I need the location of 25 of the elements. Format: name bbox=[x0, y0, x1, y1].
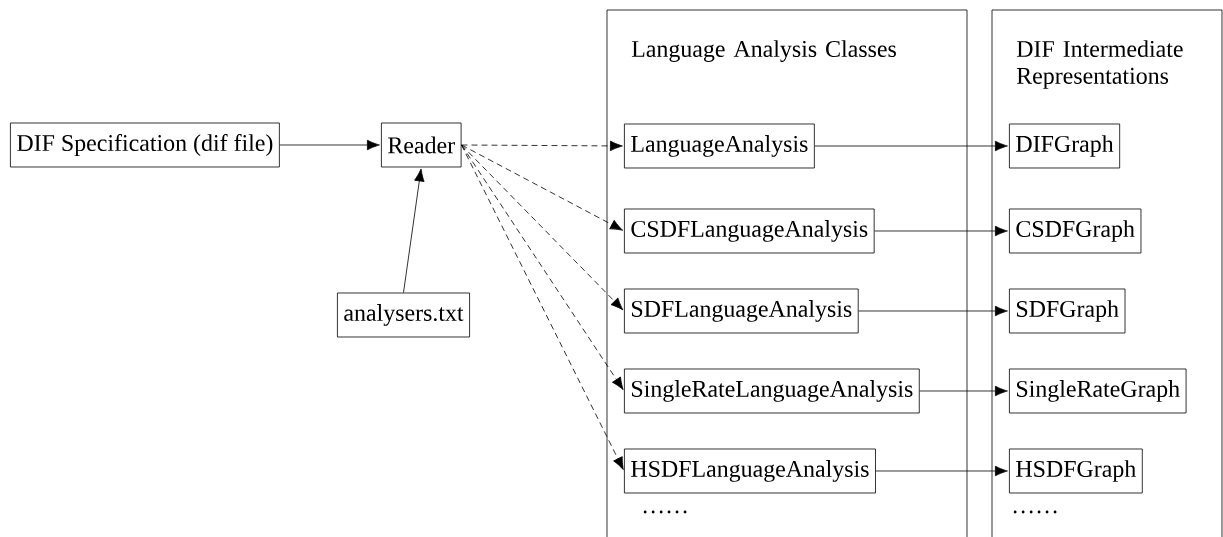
arrow bbox=[403, 168, 425, 293]
arrow bbox=[919, 385, 1008, 397]
arrow bbox=[814, 140, 1008, 152]
class-box: SDFGraph bbox=[1009, 288, 1126, 334]
arrow bbox=[461, 144, 624, 311]
arrow bbox=[461, 144, 624, 391]
arrow bbox=[858, 305, 1008, 317]
class-box: LanguageAnalysis bbox=[624, 123, 815, 169]
class-box: SDFLanguageAnalysis bbox=[624, 288, 859, 334]
class-box: CSDFGraph bbox=[1009, 208, 1142, 254]
arrow bbox=[279, 139, 380, 151]
class-box: HSDFGraph bbox=[1009, 448, 1143, 494]
arrow bbox=[461, 140, 623, 152]
class-box: CSDFLanguageAnalysis bbox=[624, 208, 875, 254]
class-box: analysers.txt bbox=[337, 292, 470, 338]
arrow bbox=[874, 225, 1008, 237]
class-box: SingleRateGraph bbox=[1009, 368, 1187, 414]
class-box: HSDFLanguageAnalysis bbox=[624, 448, 876, 494]
arrow bbox=[875, 465, 1008, 477]
class-box: DIF Specification (dif file) bbox=[10, 122, 280, 168]
class-box: DIFGraph bbox=[1009, 123, 1121, 169]
arrow bbox=[461, 144, 623, 231]
class-box: Reader bbox=[381, 122, 462, 168]
class-box: SingleRateLanguageAnalysis bbox=[624, 368, 920, 414]
arrow bbox=[461, 144, 624, 470]
